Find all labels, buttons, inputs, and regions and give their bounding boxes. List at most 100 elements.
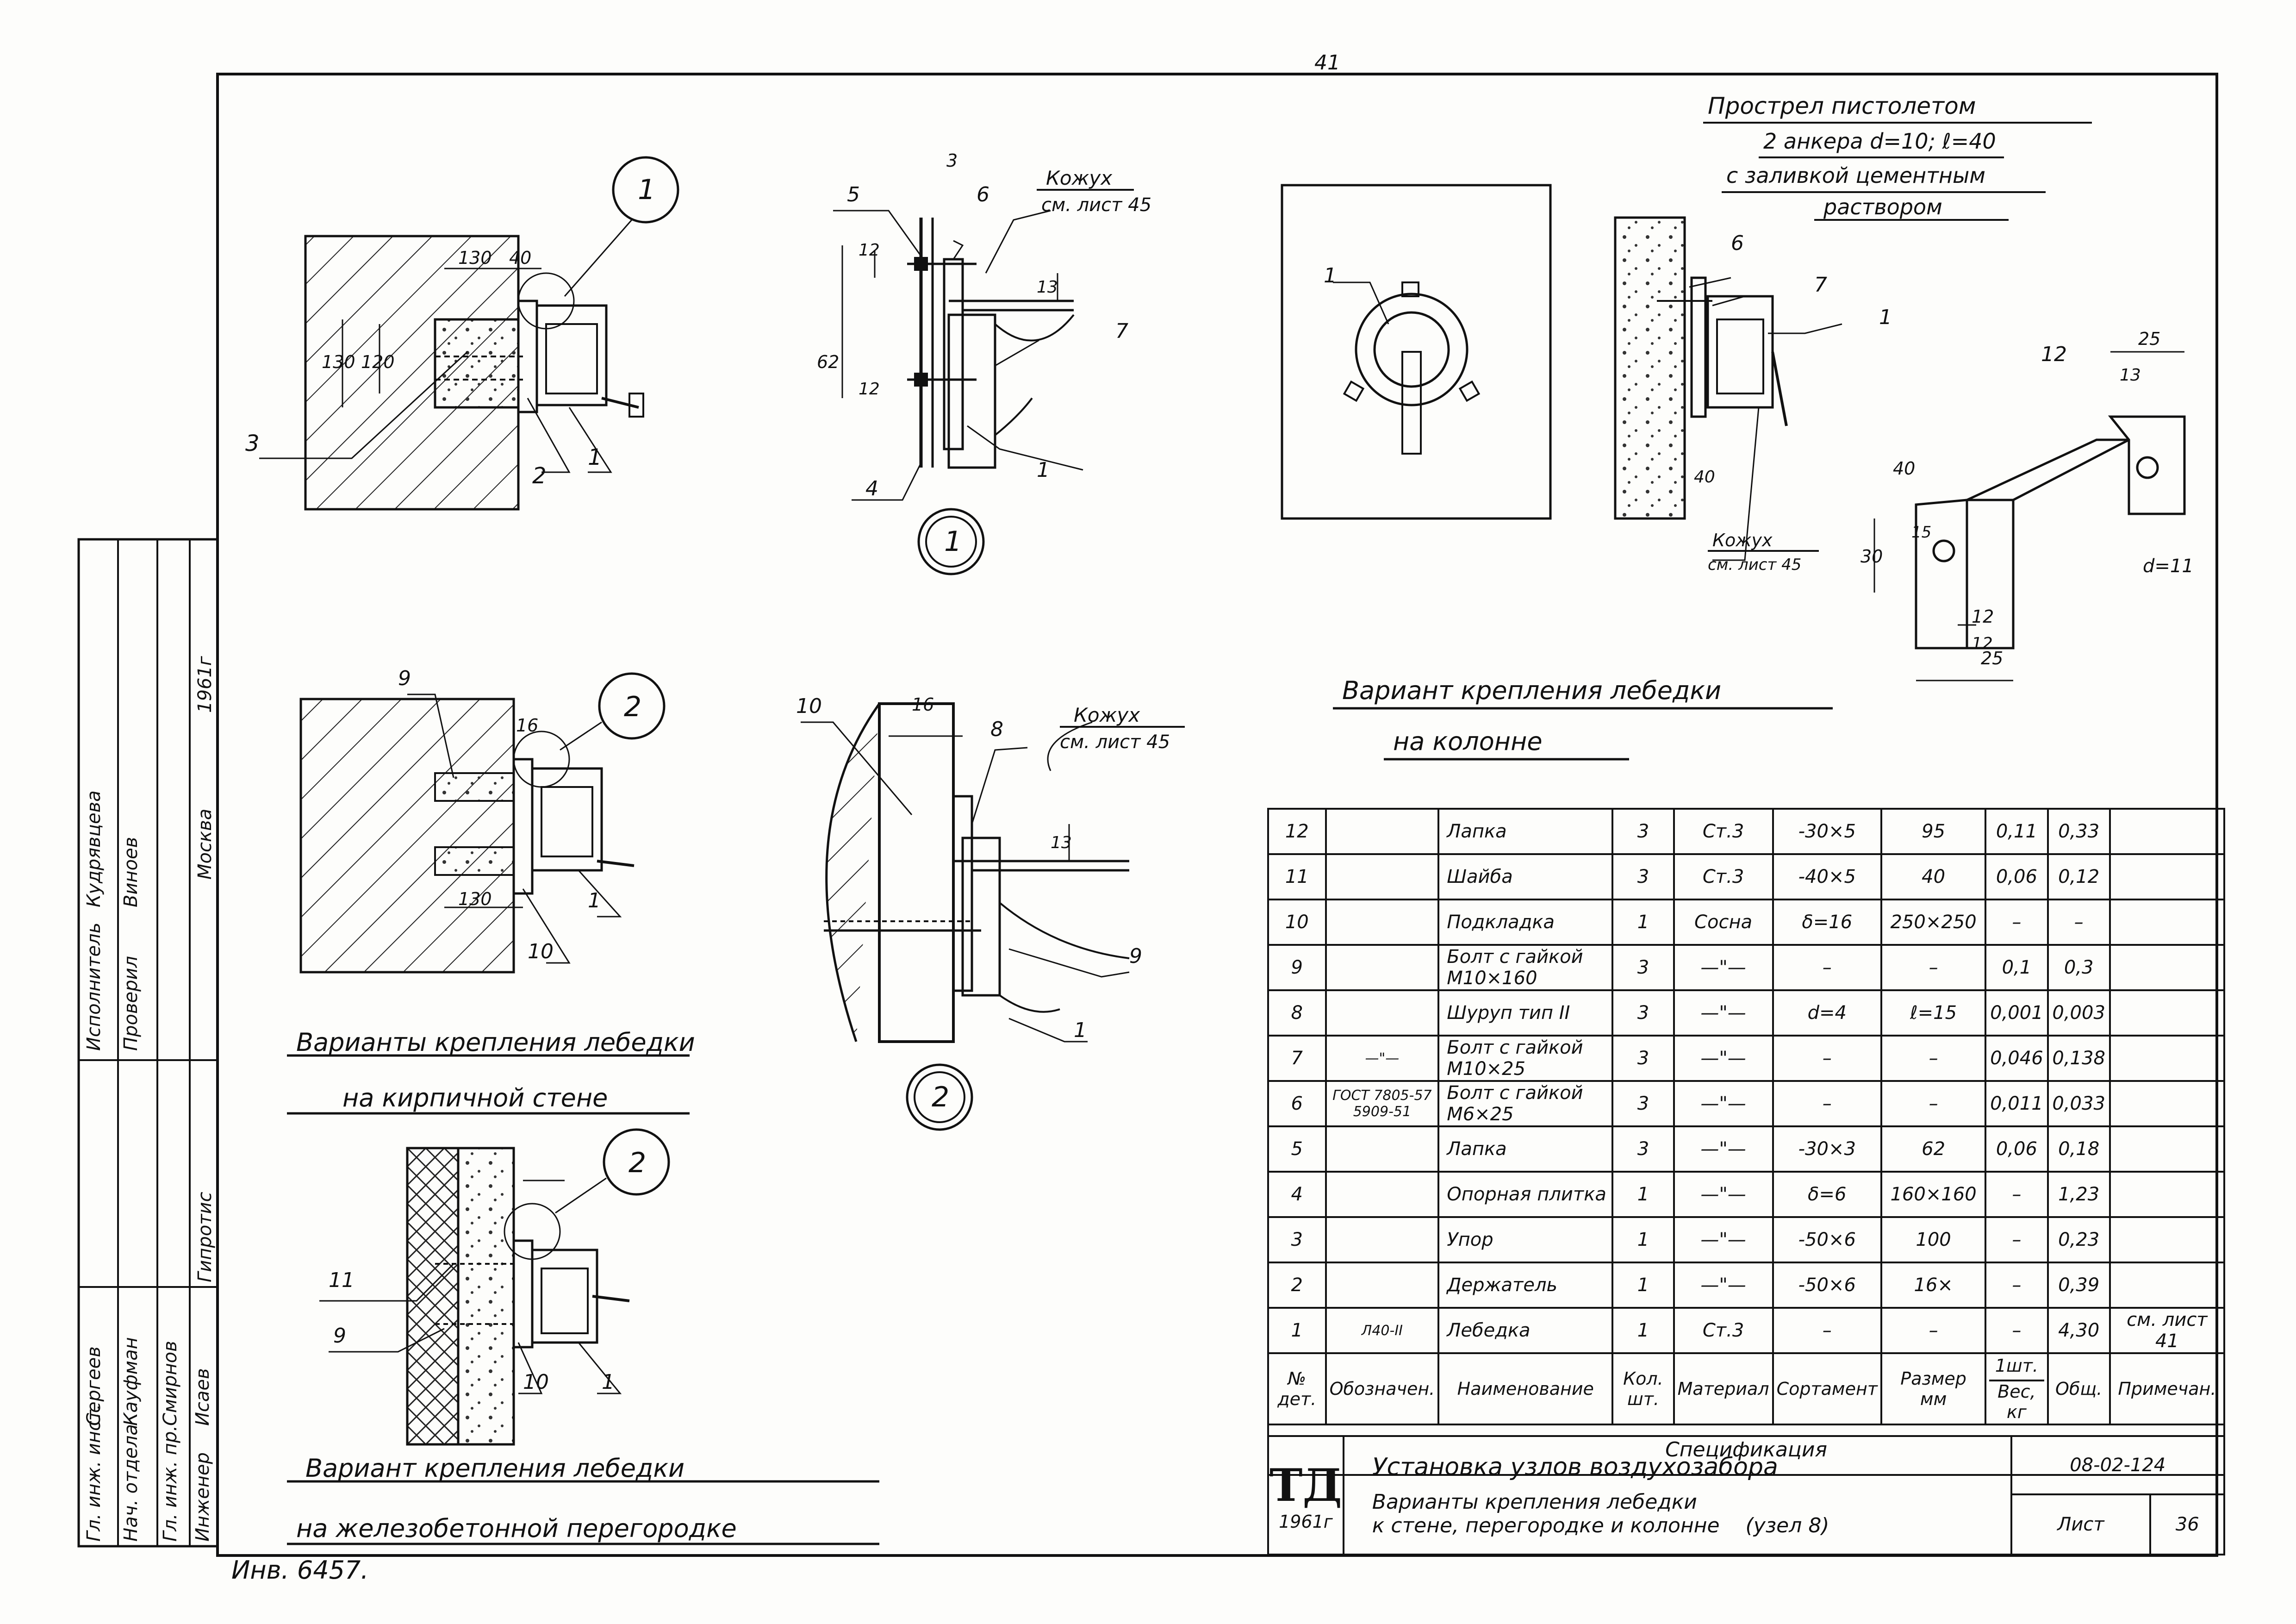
column-side-section (1614, 216, 1842, 561)
spec-cell-size: 16× (1880, 1262, 1987, 1309)
dim-40-col: 40 (1694, 468, 1715, 487)
spec-header-label: Общ. (2055, 1379, 2103, 1399)
mark-1g: 1 (602, 1370, 615, 1394)
dim-30: 30 (1860, 546, 1883, 567)
spec-header-cell: Кол. шт. (1612, 1352, 1675, 1425)
spec-cell-mat: —"— (1673, 1080, 1774, 1127)
dim-12: 12 (859, 241, 880, 260)
spec-cell-n: 7 (1267, 1035, 1327, 1082)
note-line-3: с заливкой цементным (1726, 163, 1985, 188)
mark-6b: 6 (1731, 231, 1744, 255)
mark-10: 10 (528, 940, 554, 963)
callout-2-mid: 2 (624, 691, 642, 723)
spec-cell-qty: 1 (1612, 1307, 1675, 1354)
spec-cell-sort: δ=16 (1772, 899, 1882, 946)
spec-cell-mat: —"— (1673, 1171, 1774, 1218)
caption-concrete-1: Вариант крепления лебедки (305, 1454, 685, 1483)
spec-cell-mat: —"— (1673, 1125, 1774, 1173)
detail-2 (801, 702, 1130, 1131)
brick-wall-detail-2 (287, 672, 690, 1115)
mark-2: 2 (532, 463, 547, 489)
spec-cell-size: ℓ=15 (1880, 989, 1987, 1037)
spec-cell-sort: -50×6 (1772, 1262, 1882, 1309)
kozhukh-ref-2: см. лист 45 (1060, 731, 1170, 753)
spec-cell-sort: – (1772, 1080, 1882, 1127)
detail-1 (833, 210, 1083, 575)
stamp-name-1: Сергеев (83, 1346, 105, 1426)
mark-9c: 9 (333, 1324, 346, 1348)
spec-cell-qty: 3 (1612, 944, 1675, 991)
spec-cell-size: – (1880, 1080, 1987, 1127)
note-line-1: Прострел пистолетом (1708, 93, 1976, 119)
callout-detail-1: 1 (944, 525, 962, 558)
spec-cell-w1: – (1985, 899, 2049, 946)
caption-column-2: на колонне (1393, 727, 1543, 756)
title-node: (узел 8) (1745, 1514, 1829, 1537)
dim-130-mid: 130 (458, 889, 492, 909)
spec-cell-qty: 3 (1612, 1125, 1675, 1173)
spec-cell-name: Лапка (1437, 1125, 1614, 1173)
spec-cell-w1: 0,06 (1985, 1125, 2049, 1173)
dim-15: 15 (1911, 523, 1932, 542)
spec-cell-code (1325, 853, 1440, 900)
spec-cell-w1: – (1985, 1171, 2049, 1218)
spec-cell-size: 62 (1880, 1125, 1987, 1173)
spec-header-cell: Примечан. (2109, 1352, 2226, 1425)
spec-header-cell: Сортамент (1772, 1352, 1882, 1425)
dim-d11: d=11 (2143, 556, 2194, 577)
stamp-role-4: Инженер (192, 1452, 213, 1542)
mark-9b: 9 (1129, 944, 1142, 968)
mark-1b: 1 (1037, 458, 1050, 482)
spec-cell-code: Л40-II (1325, 1307, 1440, 1354)
spec-cell-name: Лебедка (1437, 1307, 1614, 1354)
mark-9: 9 (398, 667, 411, 690)
spec-cell-mat: —"— (1673, 944, 1774, 991)
caption-column-1: Вариант крепления лебедки (1342, 676, 1722, 705)
mark-10b: 10 (796, 694, 822, 718)
stamp-role-5: Исполнитель (83, 922, 105, 1051)
spec-cell-wt: 0,18 (2047, 1125, 2111, 1173)
spec-cell-code (1325, 989, 1440, 1037)
dim-40: 40 (509, 248, 532, 268)
sheet-label: Лист (2010, 1493, 2152, 1555)
spec-cell-sort: d=4 (1772, 989, 1882, 1037)
inventory-number: Инв. 6457. (231, 1555, 369, 1585)
spec-cell-size: – (1880, 944, 1987, 991)
spec-cell-code (1325, 944, 1440, 991)
stamp-name-2: Кауфман (120, 1337, 142, 1426)
spec-cell-qty: 3 (1612, 808, 1675, 855)
dim-25: 25 (2138, 329, 2161, 349)
spec-cell-name: Лапка (1437, 808, 1614, 855)
spec-cell-wt: 0,138 (2047, 1035, 2111, 1082)
doc-code: 08-02-124 (2010, 1435, 2225, 1495)
spec-cell-mat: Ст.3 (1673, 1307, 1774, 1354)
spec-cell-note: см. лист 41 (2109, 1307, 2226, 1354)
dim-12d: 12 (1972, 634, 1993, 653)
spec-cell-qty: 1 (1612, 899, 1675, 946)
spec-cell-n: 2 (1267, 1262, 1327, 1309)
spec-cell-mat: —"— (1673, 1035, 1774, 1082)
mark-8: 8 (990, 718, 1003, 741)
stamp-name-6: Виноев (120, 837, 142, 907)
mark-6: 6 (977, 183, 989, 206)
spec-cell-mat: Ст.3 (1673, 853, 1774, 900)
note-line-2: 2 анкера d=10; ℓ=40 (1763, 129, 1996, 154)
title-block: ТД 1961г Установка узлов воздухозабора В… (1267, 1435, 2225, 1555)
spec-cell-mat: —"— (1673, 1216, 1774, 1263)
spec-cell-name: Упор (1437, 1216, 1614, 1263)
mark-5: 5 (847, 183, 860, 206)
spec-header-cell: № дет. (1267, 1352, 1327, 1425)
spec-cell-code (1325, 1262, 1440, 1309)
mark-1e: 1 (588, 889, 601, 912)
spec-cell-name: Держатель (1437, 1262, 1614, 1309)
mark-3: 3 (245, 431, 260, 456)
note-line-4: раствором (1823, 194, 1942, 219)
spec-cell-sort: – (1772, 944, 1882, 991)
spec-cell-wt: – (2047, 899, 2111, 946)
